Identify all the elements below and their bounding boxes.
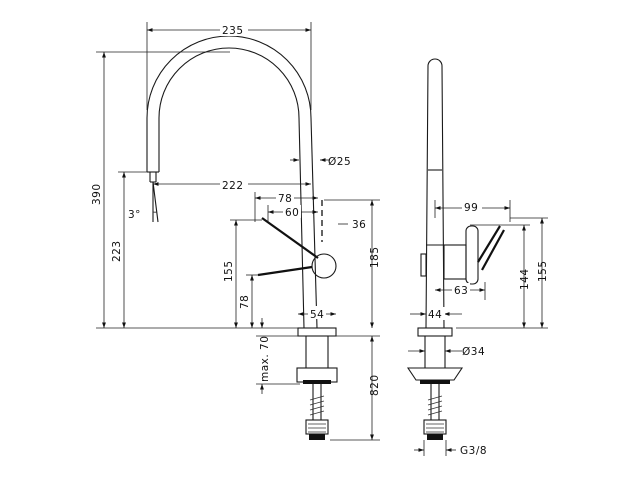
side-lever — [477, 225, 501, 263]
dim-side-handle-reach: 99 — [464, 202, 478, 214]
connector-thread — [308, 423, 326, 433]
mounting-nut — [296, 367, 338, 383]
front-dimensions: 235 390 223 3° Ø25 222 78 60 3 — [91, 22, 381, 441]
side-hose-thread — [427, 395, 443, 416]
dim-handle-offset-b: 60 — [285, 207, 299, 219]
dim-width-total: 235 — [222, 25, 244, 37]
side-base-ring — [417, 327, 453, 337]
dim-handle-axis-height: 78 — [239, 295, 251, 309]
dim-shank-length: 820 — [369, 374, 381, 396]
handle-cap — [465, 225, 479, 285]
side-connector-thread — [426, 423, 444, 433]
side-mounting-plate — [420, 380, 450, 384]
side-mounting-nut — [406, 367, 464, 381]
spout-outer — [146, 35, 318, 329]
dim-reach: 222 — [222, 180, 244, 192]
side-lever-2 — [481, 229, 505, 271]
dim-spout-diameter: Ø25 — [328, 156, 351, 168]
side-nub — [420, 253, 427, 277]
hose-thread — [309, 395, 325, 416]
side-dimensions: 99 144 155 63 44 Ø34 G3/8 — [408, 200, 549, 457]
dim-height-total: 390 — [91, 183, 103, 205]
connector-end — [309, 434, 325, 440]
base-ring — [297, 327, 337, 337]
spray-angle-line — [152, 181, 159, 223]
side-connector-end — [427, 434, 443, 440]
side-body — [425, 58, 445, 329]
handle-lever-lower — [257, 265, 313, 277]
dim-max-thickness: max. 70 — [259, 336, 271, 382]
dim-side-handle-height-b: 155 — [537, 260, 549, 282]
spout-inner — [158, 47, 305, 329]
dim-side-thread: G3/8 — [460, 445, 487, 457]
dim-side-body-depth: 63 — [454, 285, 468, 297]
dim-handle-height: 185 — [369, 246, 381, 268]
dim-handle-width: 36 — [352, 219, 366, 231]
dim-side-shank-diameter: Ø34 — [462, 346, 485, 358]
mounting-plate — [303, 380, 331, 384]
dim-base-diameter: 54 — [310, 309, 324, 321]
handle-lever-upper — [261, 217, 319, 259]
dim-spray-angle: 3° — [128, 209, 141, 221]
handle-housing — [443, 244, 467, 280]
dim-handle-top-height: 155 — [223, 260, 235, 282]
dim-handle-offset-a: 78 — [278, 193, 292, 205]
dim-outlet-height: 223 — [111, 240, 123, 262]
dim-side-base-width: 44 — [428, 309, 442, 321]
side-view — [406, 58, 505, 440]
dim-side-handle-height-a: 144 — [519, 268, 531, 290]
front-view — [146, 35, 338, 440]
handle-knob — [311, 253, 337, 279]
